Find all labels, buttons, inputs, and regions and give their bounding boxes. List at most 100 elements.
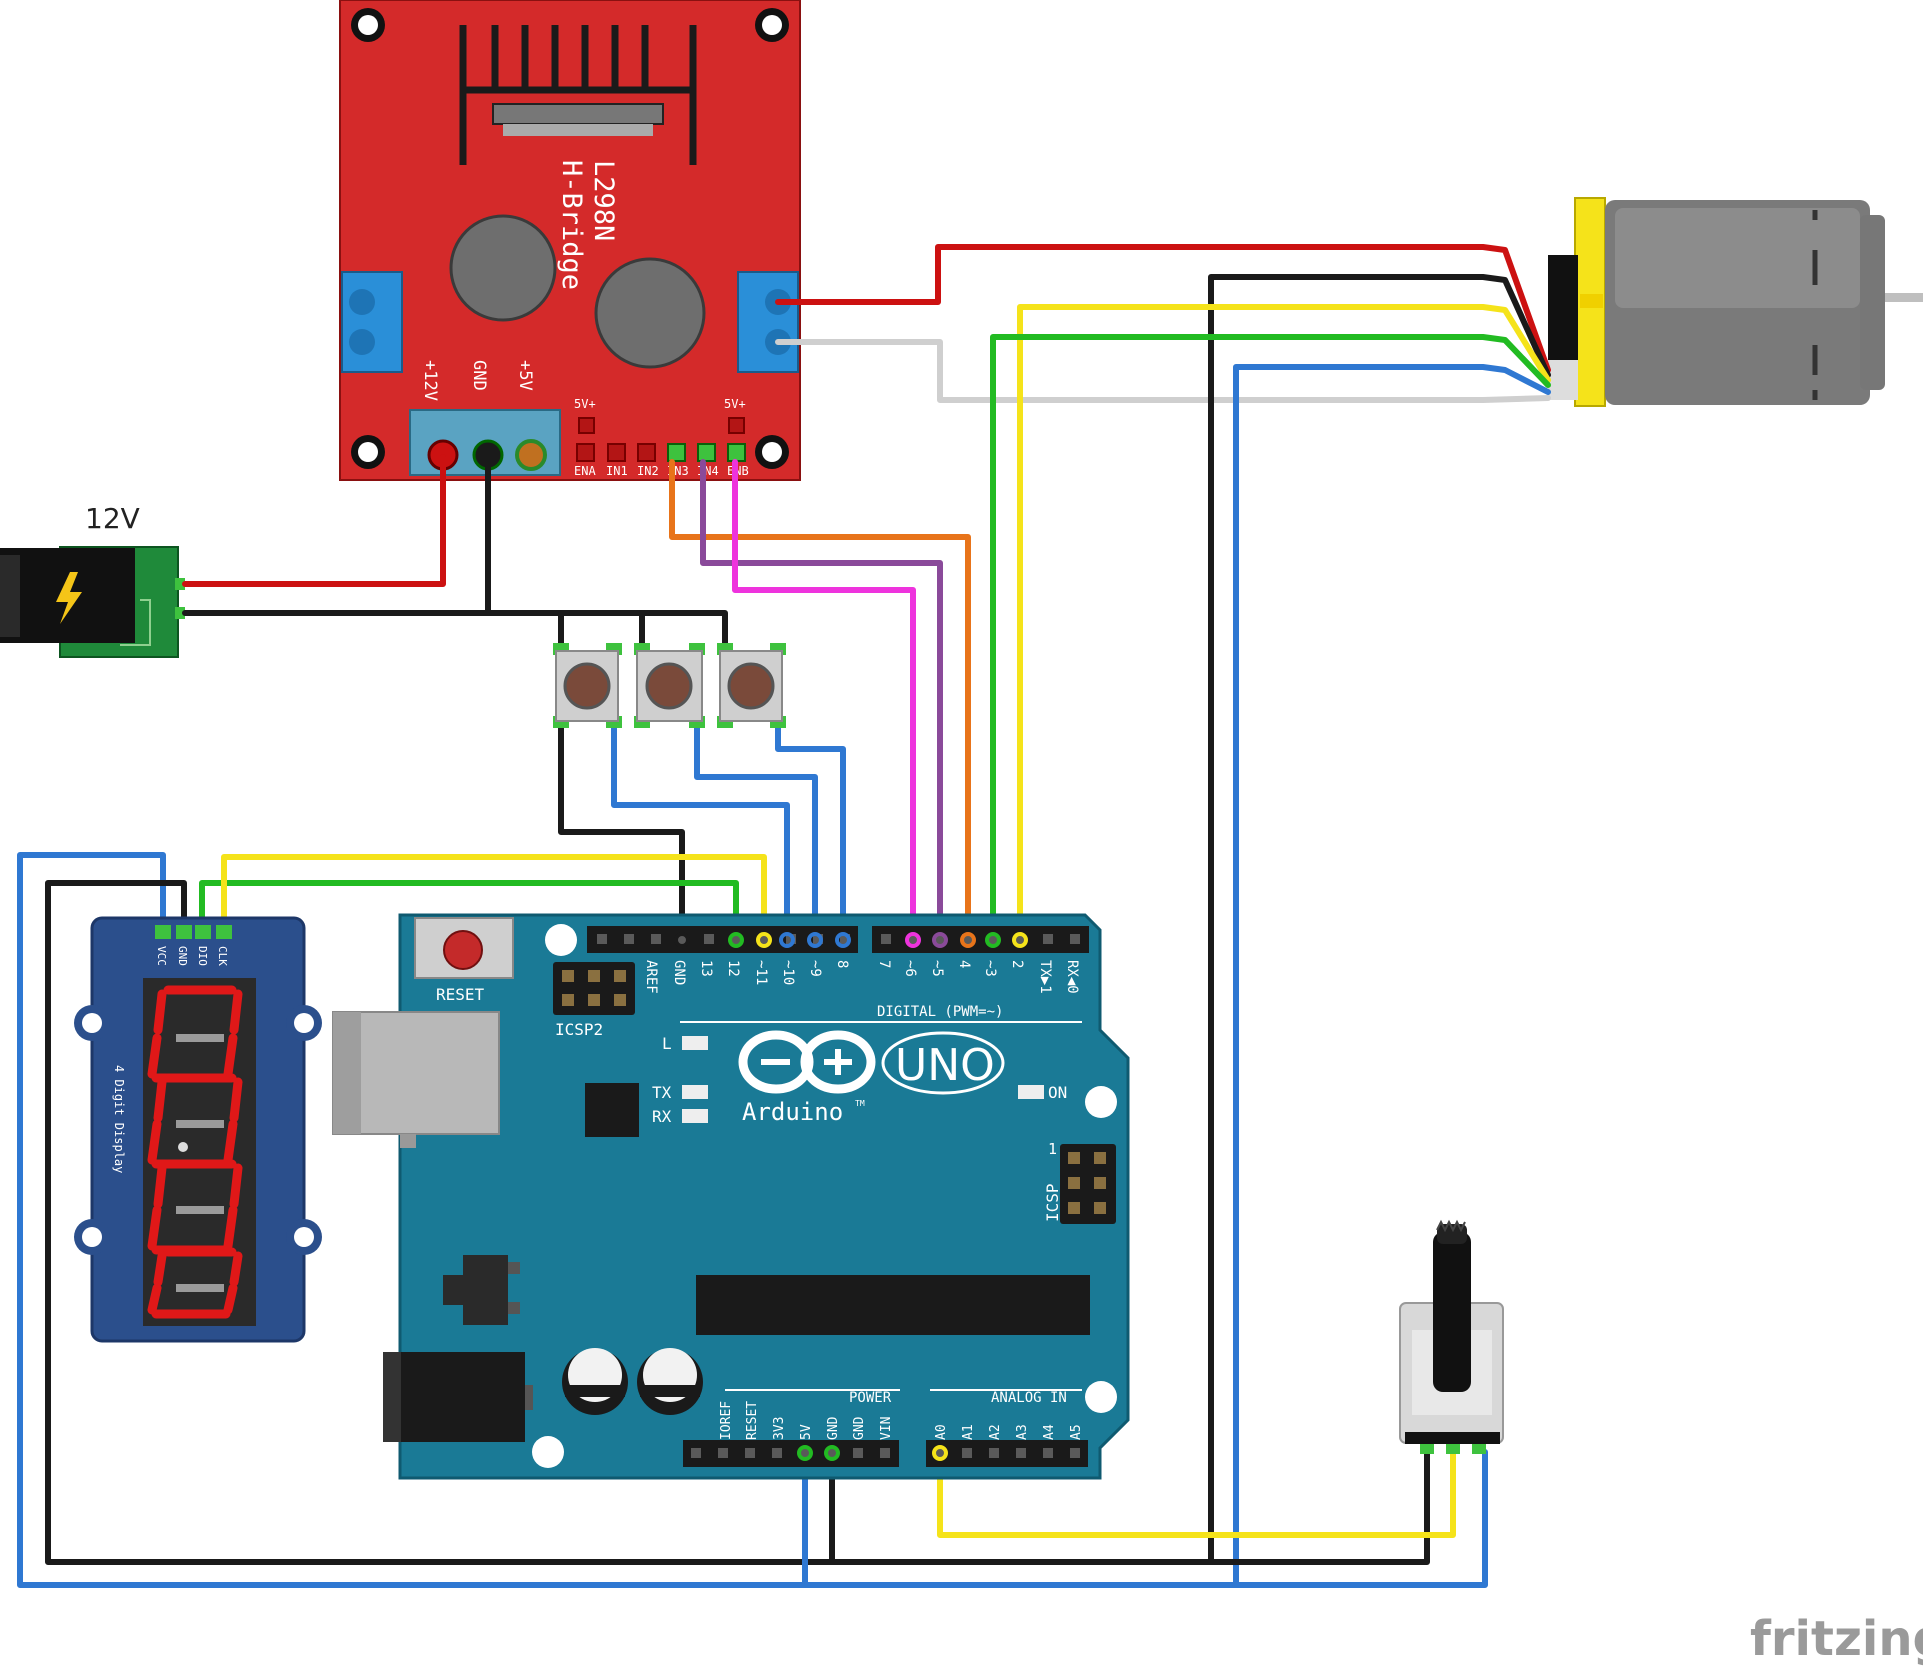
pin-5: ~5 bbox=[929, 960, 945, 977]
l298n-module: L298N H-Bridge +12V GND +5V 5V+ 5V+ ENA … bbox=[339, 0, 801, 481]
wire-display-gnd bbox=[45, 880, 1430, 1565]
pin-3v3: 3V3 bbox=[772, 1417, 787, 1440]
arduino-capacitors bbox=[562, 1348, 703, 1415]
lightning-icon bbox=[56, 572, 82, 624]
pin-10: ~10 bbox=[780, 960, 796, 985]
pin-2: 2 bbox=[1009, 960, 1025, 968]
pin-a4: A4 bbox=[1042, 1424, 1057, 1440]
hbridge-subtitle: H-Bridge bbox=[556, 160, 587, 290]
pin-7: 7 bbox=[876, 960, 892, 968]
wire-display-dio bbox=[199, 880, 739, 943]
brand-tm: TM bbox=[855, 1099, 865, 1108]
wire-endpoints bbox=[674, 932, 1028, 1461]
power-label: 12V bbox=[85, 502, 140, 535]
arduino-logo-icon bbox=[738, 1030, 876, 1094]
wire-btn3-signal bbox=[775, 719, 846, 943]
display-pin-gnd: GND bbox=[176, 946, 189, 966]
led-l-label: L bbox=[662, 1034, 672, 1053]
display-pin-clk: CLK bbox=[216, 946, 229, 966]
led-rx-label: RX bbox=[652, 1107, 672, 1126]
pin-gnd-top: GND bbox=[671, 960, 687, 985]
hbridge-pin-ena: ENA bbox=[574, 464, 596, 478]
hbridge-terminal-5v: +5V bbox=[515, 360, 535, 391]
hbridge-terminal-12v: +12V bbox=[420, 360, 440, 401]
digital-label: DIGITAL (PWM=~) bbox=[877, 1004, 1003, 1020]
power-section-label: POWER bbox=[849, 1390, 892, 1406]
wire-motor-white bbox=[775, 339, 1551, 403]
pin-aref: AREF bbox=[643, 960, 659, 994]
potentiometer[interactable] bbox=[1399, 1219, 1504, 1454]
wire-motor-red bbox=[775, 244, 1551, 373]
pin-rx0: RX◀0 bbox=[1064, 960, 1080, 994]
led-tx-label: TX bbox=[652, 1083, 672, 1102]
pin-12: 12 bbox=[725, 960, 741, 977]
wire-btn-gnd-arduino bbox=[558, 719, 685, 943]
four-digit-display: VCC GND DIO CLK 4 Digit Display bbox=[74, 916, 322, 1343]
bottom-header-pins bbox=[691, 1448, 1080, 1458]
push-button-2[interactable] bbox=[634, 643, 705, 728]
pin-gnd-1: GND bbox=[826, 1416, 841, 1440]
analog-section-label: ANALOG IN bbox=[991, 1390, 1067, 1406]
pin-13: 13 bbox=[698, 960, 714, 977]
wire-blue-motor bbox=[1233, 364, 1551, 1588]
wire-display-vcc bbox=[17, 852, 1488, 1588]
wire-btn2-signal bbox=[694, 719, 818, 943]
pin-8: 8 bbox=[834, 960, 850, 968]
model-label: UNO bbox=[895, 1040, 995, 1091]
pin-a3: A3 bbox=[1015, 1424, 1030, 1440]
hbridge-terminal-gnd: GND bbox=[469, 360, 489, 391]
pin-vin: VIN bbox=[879, 1417, 894, 1440]
pin-a0: A0 bbox=[934, 1424, 949, 1440]
fritzing-watermark: fritzing bbox=[1750, 1611, 1923, 1667]
wire-yellow-motor bbox=[1017, 304, 1551, 943]
pin-9: ~9 bbox=[807, 960, 823, 977]
wire-black-motor bbox=[1208, 274, 1551, 1565]
led-on-label: ON bbox=[1048, 1083, 1067, 1102]
pin-5v: 5V bbox=[799, 1424, 814, 1440]
display-pin-vcc: VCC bbox=[155, 946, 168, 966]
heatsink-icon bbox=[459, 25, 697, 165]
hbridge-pin-in2: IN2 bbox=[637, 464, 659, 478]
reset-label: RESET bbox=[436, 985, 485, 1004]
push-buttons bbox=[553, 643, 786, 728]
arduino-uno: RESET ICSP2 AREF GND 13 12 ~11 ~10 ~9 8 … bbox=[332, 913, 1130, 1480]
pin-gnd-2: GND bbox=[852, 1416, 867, 1440]
pin-3: ~3 bbox=[982, 960, 998, 977]
pin-4: 4 bbox=[956, 960, 972, 968]
wire-enb-magenta bbox=[732, 459, 916, 943]
pin-reset: RESET bbox=[745, 1401, 760, 1440]
display-caption: 4 Digit Display bbox=[112, 1065, 126, 1173]
pin-tx1: TX▶1 bbox=[1037, 960, 1053, 994]
pin-ioref: IOREF bbox=[719, 1401, 734, 1440]
dc-motor bbox=[1548, 197, 1923, 407]
seven-segment-digits bbox=[147, 985, 243, 1319]
brand-label: Arduino bbox=[742, 1098, 843, 1126]
icsp-pin1: 1 bbox=[1048, 1140, 1057, 1158]
wire-in3-orange bbox=[669, 459, 971, 943]
wires bbox=[17, 244, 1551, 1588]
pin-a5: A5 bbox=[1069, 1424, 1084, 1440]
wire-pot-a0 bbox=[937, 1449, 1456, 1538]
wire-power-red bbox=[182, 454, 446, 587]
wire-gnd-buttons bbox=[485, 610, 728, 653]
push-button-1[interactable] bbox=[553, 643, 622, 728]
push-button-3[interactable] bbox=[717, 643, 786, 728]
display-pin-dio: DIO bbox=[196, 946, 209, 966]
hbridge-jumper-left: 5V+ bbox=[574, 397, 596, 411]
icsp-label: ICSP bbox=[1043, 1183, 1062, 1222]
wire-green-motor bbox=[990, 334, 1551, 943]
pin-6: ~6 bbox=[902, 960, 918, 977]
icsp2-label: ICSP2 bbox=[555, 1020, 603, 1039]
wire-display-clk bbox=[221, 854, 767, 943]
pin-a1: A1 bbox=[961, 1424, 976, 1440]
power-jack: 12V bbox=[0, 502, 185, 658]
hbridge-title: L298N bbox=[588, 160, 619, 241]
wire-btn1-signal bbox=[611, 719, 790, 943]
wire-in4-purple bbox=[700, 459, 943, 943]
reset-button[interactable] bbox=[414, 917, 514, 979]
pin-11: ~11 bbox=[753, 960, 769, 985]
pin-a2: A2 bbox=[988, 1424, 1003, 1440]
hbridge-pin-in1: IN1 bbox=[606, 464, 628, 478]
hbridge-jumper-right: 5V+ bbox=[724, 397, 746, 411]
